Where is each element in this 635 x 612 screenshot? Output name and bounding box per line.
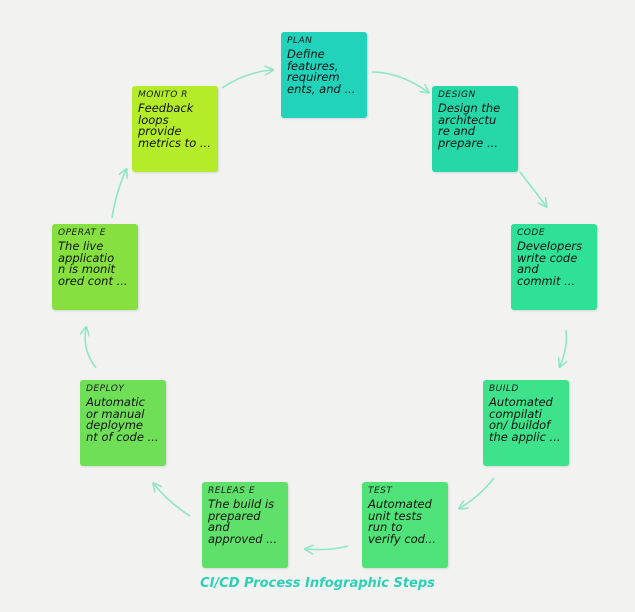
step-description: Developers write code and commit ... xyxy=(517,239,583,288)
step-plan: PLAN Define features, requirem ents, and… xyxy=(281,32,367,118)
step-description: Feedback loops provide metrics to ... xyxy=(138,101,211,150)
step-description: Design the architectu re and prepare ... xyxy=(438,101,501,150)
step-description: The live applicatio n is monit ored cont… xyxy=(58,239,128,288)
step-design: DESIGN Design the architectu re and prep… xyxy=(432,86,518,172)
connector-arrow xyxy=(111,170,126,219)
step-title: PLAN xyxy=(287,36,313,46)
step-title: DEPLOY xyxy=(86,384,125,394)
connector-arrow xyxy=(460,477,495,508)
step-title: BUILD xyxy=(489,384,519,394)
step-monitor: MONITO R Feedback loops provide metrics … xyxy=(132,86,218,172)
diagram-title: CI/CD Process Infographic Steps xyxy=(200,576,435,591)
step-build: BUILD Automated compilati on/ buildof th… xyxy=(483,380,569,466)
connector-arrow xyxy=(221,70,272,89)
step-title: RELEAS E xyxy=(208,486,256,496)
step-title: CODE xyxy=(517,228,545,238)
connector-arrow xyxy=(306,546,349,550)
step-operate: OPERAT E The live applicatio n is monit … xyxy=(52,224,138,310)
step-description: Automatic or manual deployme nt of code … xyxy=(86,395,159,444)
step-test: TEST Automated unit tests run to verify … xyxy=(362,482,448,568)
step-code: CODE Developers write code and commit ..… xyxy=(511,224,597,310)
step-description: Automated unit tests run to verify cod..… xyxy=(368,497,436,546)
connector-arrow xyxy=(519,171,546,206)
step-release: RELEAS E The build is prepared and appro… xyxy=(202,482,288,568)
step-description: The build is prepared and approved ... xyxy=(208,497,278,546)
step-description: Define features, requirem ents, and ... xyxy=(287,47,356,96)
step-title: DESIGN xyxy=(438,90,476,100)
step-title: OPERAT E xyxy=(58,228,106,238)
connector-arrow xyxy=(154,484,191,517)
connector-arrow xyxy=(371,71,428,92)
step-title: MONITO R xyxy=(138,90,188,100)
step-title: TEST xyxy=(368,486,393,496)
connector-arrow xyxy=(560,329,566,366)
step-deploy: DEPLOY Automatic or manual deployme nt o… xyxy=(80,380,166,466)
connector-arrow xyxy=(85,328,97,369)
step-description: Automated compilati on/ buildof the appl… xyxy=(489,395,561,444)
